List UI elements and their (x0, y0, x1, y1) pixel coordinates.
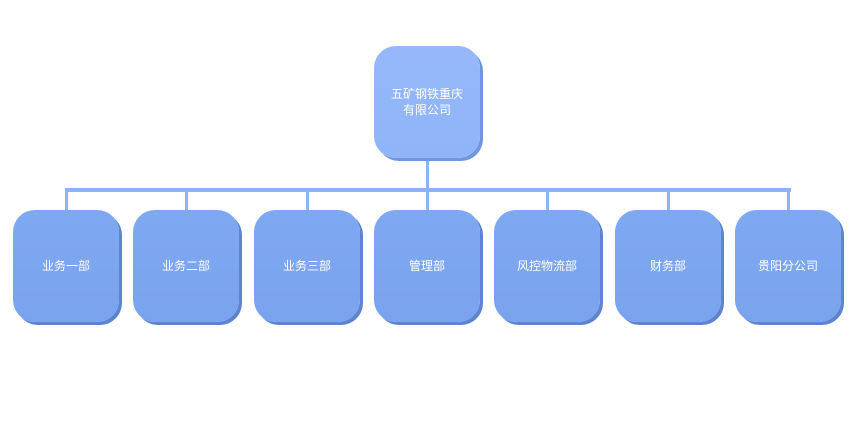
branch-connector (546, 188, 549, 212)
department-node[interactable]: 业务二部 (133, 210, 239, 322)
root-stem-connector (426, 158, 429, 190)
root-node-label: 五矿钢铁重庆 有限公司 (390, 87, 463, 117)
department-node[interactable]: 业务一部 (13, 210, 119, 322)
branch-connector (667, 188, 670, 212)
department-node[interactable]: 贵阳分公司 (735, 210, 841, 322)
branch-connector (426, 188, 429, 212)
department-node[interactable]: 财务部 (615, 210, 721, 322)
department-node[interactable]: 管理部 (374, 210, 480, 322)
department-node-label: 风控物流部 (516, 259, 577, 273)
department-node-label: 管理部 (408, 259, 445, 273)
branch-connector (185, 188, 188, 212)
department-node-label: 业务三部 (282, 259, 331, 273)
branch-connector (306, 188, 309, 212)
branch-connector (787, 188, 790, 212)
department-node-label: 业务一部 (41, 259, 90, 273)
branch-connector (65, 188, 68, 212)
root-node[interactable]: 五矿钢铁重庆 有限公司 (374, 46, 480, 158)
department-node[interactable]: 业务三部 (254, 210, 360, 322)
department-node-label: 业务二部 (161, 259, 210, 273)
department-node-label: 贵阳分公司 (757, 259, 818, 273)
department-node-label: 财务部 (649, 259, 686, 273)
department-node[interactable]: 风控物流部 (494, 210, 600, 322)
